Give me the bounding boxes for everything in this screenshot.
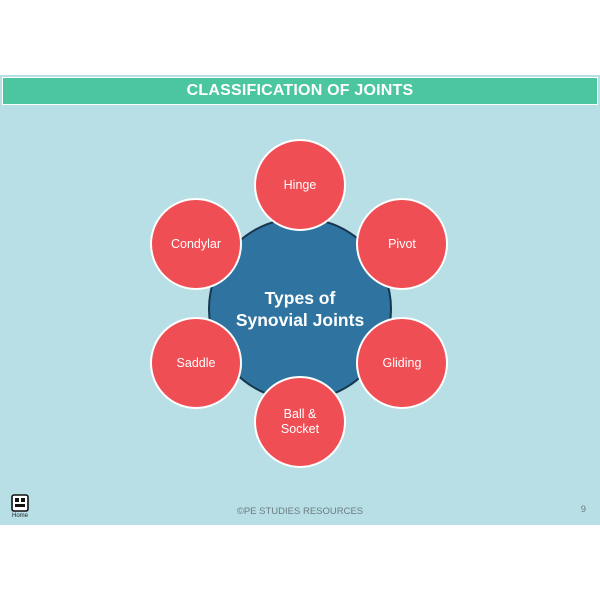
node-label: Condylar xyxy=(170,236,222,251)
node-ball-and-socket: Ball & Socket xyxy=(254,376,346,468)
node-label-line-1: Ball & xyxy=(283,407,317,421)
node-saddle: Saddle xyxy=(150,317,242,409)
node-gliding: Gliding xyxy=(356,317,448,409)
title-bar: CLASSIFICATION OF JOINTS xyxy=(2,77,598,105)
node-hinge: Hinge xyxy=(254,139,346,231)
node-label: Hinge xyxy=(283,177,317,192)
home-icon xyxy=(11,494,29,512)
hub-label-line-2: Synovial Joints xyxy=(235,310,365,330)
home-label: Home xyxy=(11,513,28,519)
node-label: Saddle xyxy=(176,355,216,370)
copyright-text: ©PE STUDIES RESOURCES xyxy=(236,506,364,517)
home-button[interactable]: Home xyxy=(8,494,32,522)
node-label: Gliding xyxy=(382,355,422,370)
slide: CLASSIFICATION OF JOINTS Types of Synovi… xyxy=(0,75,600,525)
page-number: 9 xyxy=(580,504,586,515)
node-label: Pivot xyxy=(388,236,416,251)
hub-label-line-1: Types of xyxy=(264,288,336,308)
node-pivot: Pivot xyxy=(356,198,448,290)
slide-title: CLASSIFICATION OF JOINTS xyxy=(186,82,414,99)
node-label-line-2: Socket xyxy=(280,422,320,436)
node-condylar: Condylar xyxy=(150,198,242,290)
